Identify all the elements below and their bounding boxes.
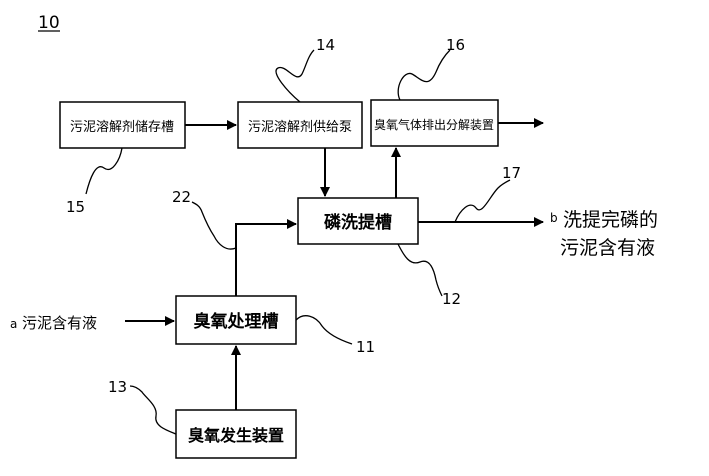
ozone-generator-label: 臭氧发生装置 [188, 426, 284, 445]
leader-11 [295, 315, 353, 345]
ozone-tank-box: 臭氧处理槽 [175, 295, 297, 345]
ref-12: 12 [442, 290, 461, 308]
leader-22 [191, 201, 237, 250]
ref-16: 16 [446, 36, 465, 54]
leader-14 [275, 49, 315, 103]
phosphorus-tank-box: 磷洗提槽 [297, 197, 419, 245]
solvent-tank-label: 污泥溶解剂储存槽 [70, 120, 174, 135]
solvent-pump-box: 污泥溶解剂供给泵 [237, 101, 363, 149]
output-label-line1: 洗提完磷的 [563, 209, 658, 231]
leader-16 [397, 49, 451, 101]
ozone-exhaust-label: 臭氧气体排出分解装置 [374, 117, 494, 132]
ref-17: 17 [502, 164, 521, 182]
ref-13: 13 [108, 378, 127, 396]
input-label: 污泥含有液 [22, 314, 97, 332]
leader-12 [397, 243, 443, 297]
ref-15: 15 [66, 198, 85, 216]
solvent-pump-label: 污泥溶解剂供给泵 [248, 120, 352, 135]
ozone-exhaust-box: 臭氧气体排出分解装置 [370, 99, 499, 147]
input-letter: a [10, 317, 17, 331]
phosphorus-tank-label: 磷洗提槽 [324, 212, 392, 233]
output-label-line2: 污泥含有液 [560, 237, 655, 259]
ref-22: 22 [172, 188, 191, 206]
arrow-ozone-to-phosphorus [235, 219, 297, 296]
ref-11: 11 [356, 338, 375, 356]
figure-ref: 10 [38, 13, 60, 33]
ref-14: 14 [316, 36, 335, 54]
ozone-tank-label: 臭氧处理槽 [194, 311, 279, 332]
output-letter: b [550, 211, 558, 225]
leader-17 [454, 179, 511, 223]
leader-13 [129, 385, 177, 435]
solvent-tank-box: 污泥溶解剂储存槽 [59, 101, 186, 149]
leader-15 [85, 147, 123, 195]
ozone-generator-box: 臭氧发生装置 [175, 409, 297, 459]
